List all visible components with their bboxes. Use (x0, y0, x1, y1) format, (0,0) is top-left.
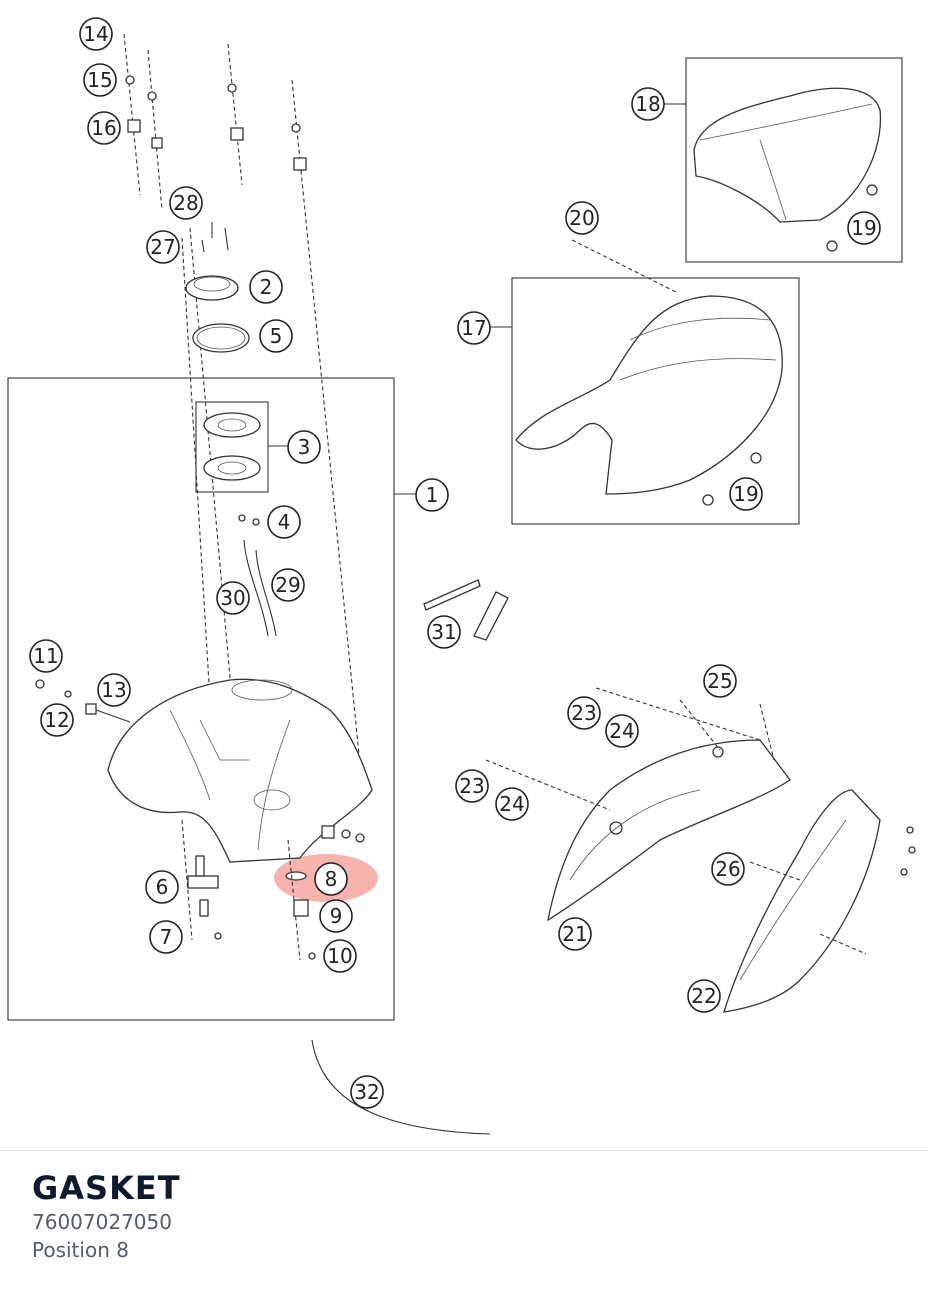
svg-text:14: 14 (83, 22, 108, 46)
callout-8: 8 (314, 862, 348, 896)
svg-text:24: 24 (609, 719, 634, 743)
svg-text:1: 1 (426, 483, 439, 507)
svg-text:20: 20 (569, 206, 594, 230)
svg-text:28: 28 (173, 191, 198, 215)
screw-group (181, 222, 233, 701)
callout-32: 32 (350, 1075, 384, 1109)
svg-text:31: 31 (431, 620, 456, 644)
pillion-seat-shape (693, 87, 882, 252)
callout-23: 23 (455, 769, 489, 803)
callout-17: 17 (457, 311, 491, 345)
rider-seat-shape (515, 239, 783, 506)
callout-28: 28 (169, 186, 203, 220)
callout-5: 5 (259, 319, 293, 353)
svg-text:27: 27 (150, 235, 175, 259)
callout-3: 3 (287, 430, 321, 464)
part-name: GASKET (32, 1169, 181, 1207)
svg-text:26: 26 (715, 857, 740, 881)
svg-text:2: 2 (260, 275, 273, 299)
callout-19: 19 (847, 211, 881, 245)
callout-10: 10 (323, 939, 357, 973)
pillion-seat-frame (685, 57, 903, 263)
svg-text:18: 18 (635, 92, 660, 116)
svg-text:32: 32 (354, 1080, 379, 1104)
exploded-parts-diagram: 1415162827253143029111312678910181920171… (7, 17, 916, 1135)
svg-text:23: 23 (459, 774, 484, 798)
rider-seat-frame (511, 277, 800, 525)
callout-9: 9 (319, 899, 353, 933)
svg-text:22: 22 (691, 984, 716, 1008)
side-panel-21-shape (485, 687, 791, 922)
svg-text:6: 6 (156, 875, 169, 899)
callout-22: 22 (687, 979, 721, 1013)
callout-15: 15 (83, 63, 117, 97)
callout-4: 4 (267, 505, 301, 539)
callout-24: 24 (495, 787, 529, 821)
svg-text:25: 25 (707, 669, 732, 693)
filler-cap-shape (185, 275, 239, 301)
part-position: Position 8 (32, 1238, 129, 1262)
callout-11: 11 (29, 639, 63, 673)
gasket-part-8 (285, 871, 307, 881)
svg-text:12: 12 (44, 708, 69, 732)
part-info: GASKET 76007027050 Position 8 (32, 1168, 181, 1264)
callout-1: 1 (415, 478, 449, 512)
callout-20: 20 (565, 201, 599, 235)
callout-30: 30 (216, 581, 250, 615)
svg-text:29: 29 (275, 573, 300, 597)
callout-14: 14 (79, 17, 113, 51)
callout-25: 25 (703, 664, 737, 698)
callout-16: 16 (87, 111, 121, 145)
svg-text:11: 11 (33, 644, 58, 668)
svg-text:9: 9 (330, 904, 343, 928)
callout-31: 31 (427, 615, 461, 649)
svg-text:19: 19 (851, 216, 876, 240)
svg-text:7: 7 (160, 925, 173, 949)
divider (0, 1150, 928, 1151)
callout-12: 12 (40, 703, 74, 737)
callout-7: 7 (149, 920, 183, 954)
fuel-tank-assembly-frame (7, 377, 395, 1021)
svg-text:10: 10 (327, 944, 352, 968)
svg-text:8: 8 (325, 867, 338, 891)
svg-text:5: 5 (270, 324, 283, 348)
svg-text:3: 3 (298, 435, 311, 459)
svg-text:23: 23 (571, 701, 596, 725)
gasket-ring-shape (192, 323, 250, 353)
svg-text:19: 19 (733, 482, 758, 506)
callout-21: 21 (558, 917, 592, 951)
svg-text:16: 16 (91, 116, 116, 140)
callout-13: 13 (97, 673, 131, 707)
callout-29: 29 (271, 568, 305, 602)
callout-6: 6 (145, 870, 179, 904)
callout-27: 27 (146, 230, 180, 264)
fuel-tank-shape (107, 678, 373, 863)
bolt-group (123, 33, 363, 786)
svg-text:30: 30 (220, 586, 245, 610)
svg-text:17: 17 (461, 316, 486, 340)
callout-2: 2 (249, 270, 283, 304)
callout-19: 19 (729, 477, 763, 511)
part-number: 76007027050 (32, 1210, 172, 1234)
svg-text:4: 4 (278, 510, 291, 534)
svg-text:21: 21 (562, 922, 587, 946)
svg-text:13: 13 (101, 678, 126, 702)
side-panel-22-shape (723, 789, 916, 1013)
flange-frame (195, 401, 269, 493)
callout-18: 18 (631, 87, 665, 121)
svg-text:15: 15 (87, 68, 112, 92)
callout-24: 24 (605, 714, 639, 748)
callout-26: 26 (711, 852, 745, 886)
callout-labels: 1415162827253143029111312678910181920171… (29, 17, 881, 1109)
callout-23: 23 (567, 696, 601, 730)
svg-text:24: 24 (499, 792, 524, 816)
